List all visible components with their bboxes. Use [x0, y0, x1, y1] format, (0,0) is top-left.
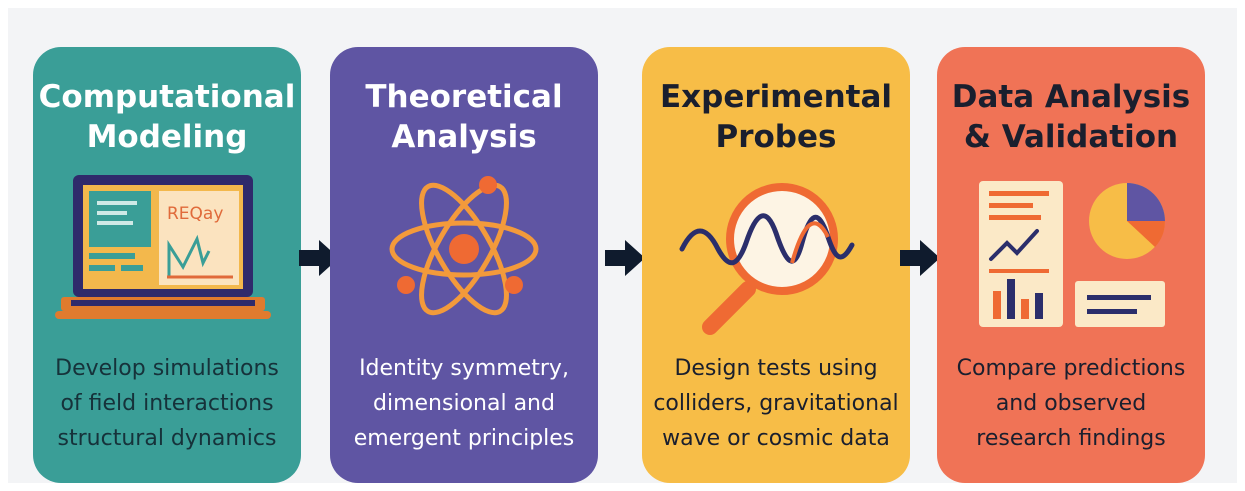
right-arrow-icon	[900, 240, 940, 276]
stage-card-experimental-probes: Experimental Probes Design tests using c…	[642, 47, 910, 483]
stage-description: Develop simulations of field interaction…	[55, 356, 279, 451]
stage-description: Compare predictions and observed researc…	[956, 356, 1186, 451]
laptop-simulation-icon: REQay	[55, 175, 271, 319]
stage-description: Design tests using colliders, gravitatio…	[653, 356, 899, 451]
stage-title: Computational Modeling	[38, 79, 296, 155]
stage-description: Identity symmetry, dimensional and emerg…	[353, 356, 575, 451]
report-charts-icon	[979, 181, 1166, 327]
right-arrow-icon	[605, 240, 645, 276]
magnifier-wave-icon	[679, 183, 855, 335]
atom-icon	[389, 176, 539, 316]
screen-label: REQay	[167, 204, 223, 224]
stage-title: Data Analysis & Validation	[951, 79, 1191, 155]
right-arrow-icon	[299, 240, 339, 276]
stage-title: Theoretical Analysis	[365, 79, 563, 155]
stage-card-computational-modeling: Computational Modeling REQay Develop sim…	[33, 47, 301, 483]
stage-card-data-analysis-validation: Data Analysis & Validation Compare predi…	[937, 47, 1205, 483]
stage-title: Experimental Probes	[659, 79, 893, 155]
stage-card-theoretical-analysis: Theoretical Analysis Identity symmetry, …	[330, 47, 598, 483]
